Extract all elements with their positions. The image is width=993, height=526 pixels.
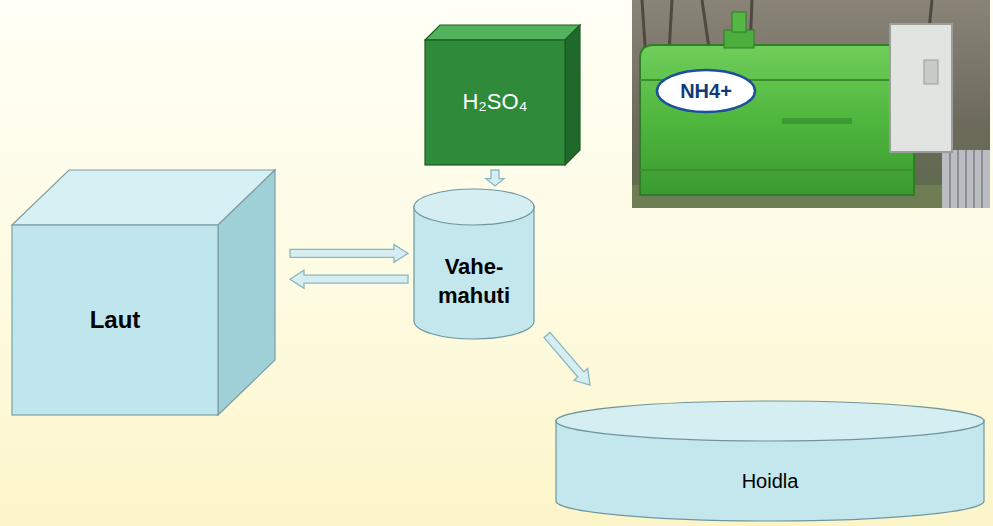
block-arrow — [544, 332, 590, 385]
cylinder-top — [414, 189, 534, 225]
acid-box: H₂SO₄ — [425, 25, 580, 165]
cube-box: Laut — [12, 170, 275, 415]
buffer-tank: Vahe- mahuti — [413, 188, 535, 340]
machine-photo — [632, 0, 990, 208]
front-face — [12, 225, 218, 415]
side-face — [565, 25, 580, 165]
cylinder-top — [556, 401, 984, 441]
cylinder-outline — [555, 400, 985, 522]
cylinder-body — [414, 206, 534, 339]
box-outline — [12, 170, 275, 415]
block-arrow — [486, 170, 504, 186]
storage-tank: Hoidla — [555, 400, 985, 522]
side-face — [218, 170, 275, 415]
node-label: H₂SO₄ — [462, 88, 527, 117]
block-arrow — [290, 270, 408, 288]
node-label: Vahe- mahuti — [438, 253, 510, 310]
node-label: Laut — [90, 304, 141, 335]
photo-sign-text: NH4+ — [680, 80, 732, 103]
top-face — [425, 25, 580, 40]
node-label: Hoidla — [742, 468, 799, 494]
front-face — [425, 40, 565, 165]
block-arrow — [290, 244, 408, 262]
